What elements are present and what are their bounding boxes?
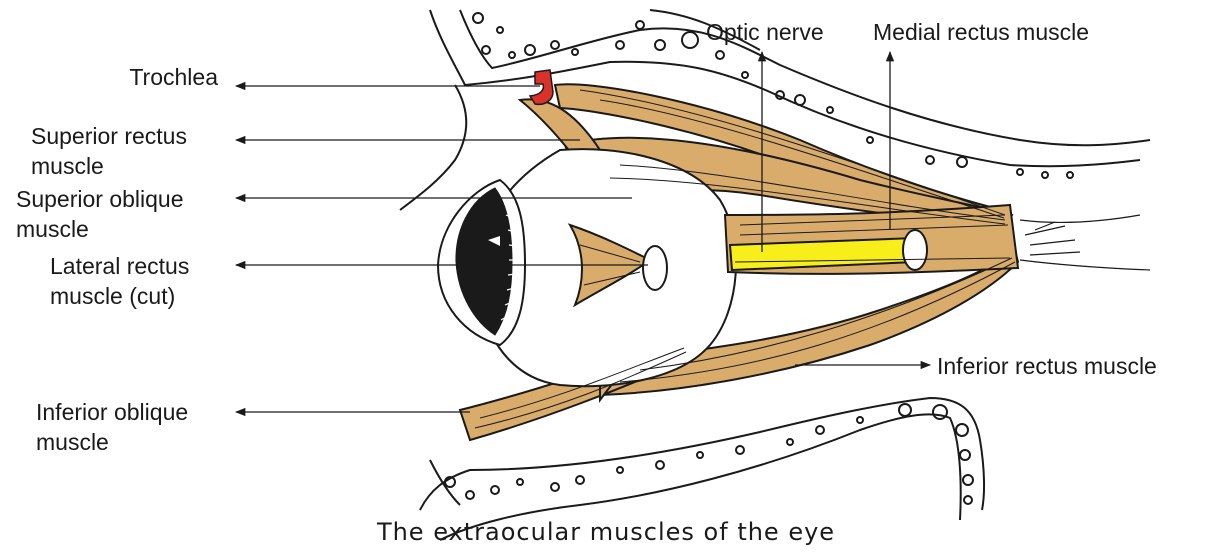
- label-lateral-rectus: Lateral rectus muscle (cut): [50, 251, 189, 311]
- muscle-fibers: [474, 89, 1016, 429]
- label-superior-rectus: Superior rectus muscle: [31, 121, 187, 181]
- label-superior-oblique: Superior oblique muscle: [16, 184, 184, 244]
- optic-nerve-cut-end: [902, 229, 928, 271]
- label-inferior-rectus: Inferior rectus muscle: [937, 351, 1157, 381]
- label-medial-rectus-text: Medial rectus muscle: [873, 19, 1090, 45]
- apex-tissue: [1019, 214, 1151, 271]
- eyelid-contours: [399, 84, 468, 506]
- label-inferior-oblique: Inferior oblique muscle: [36, 397, 188, 457]
- upper-orbital-bone: [429, 9, 1151, 179]
- label-inferior-rectus-text: Inferior rectus muscle: [937, 353, 1157, 379]
- label-superior-oblique-line1: Superior oblique: [16, 186, 184, 212]
- label-trochlea: Trochlea: [60, 62, 218, 92]
- label-superior-rectus-line2: muscle: [31, 153, 104, 179]
- label-inferior-oblique-line2: muscle: [36, 429, 109, 455]
- label-trochlea-text: Trochlea: [129, 64, 218, 90]
- iris: [455, 187, 513, 336]
- figure-caption: The extraocular muscles of the eye: [376, 518, 836, 546]
- label-lateral-rectus-line1: Lateral rectus: [50, 253, 190, 279]
- leader-lines: [234, 50, 932, 417]
- lateral-rectus-cut-end: [642, 245, 668, 291]
- label-superior-rectus-line1: Superior rectus: [31, 123, 187, 149]
- trochlea-shape: [528, 69, 554, 106]
- label-optic-nerve-text: Optic nerve: [706, 19, 824, 45]
- label-medial-rectus: Medial rectus muscle: [873, 17, 1089, 47]
- label-inferior-oblique-line1: Inferior oblique: [36, 399, 189, 425]
- label-lateral-rectus-line2: muscle (cut): [50, 283, 176, 309]
- label-optic-nerve: Optic nerve: [706, 17, 824, 47]
- pupil-highlight: [488, 236, 500, 246]
- lower-orbital-bone: [419, 396, 986, 541]
- label-superior-oblique-line2: muscle: [16, 216, 89, 242]
- iris-rays: [500, 199, 517, 321]
